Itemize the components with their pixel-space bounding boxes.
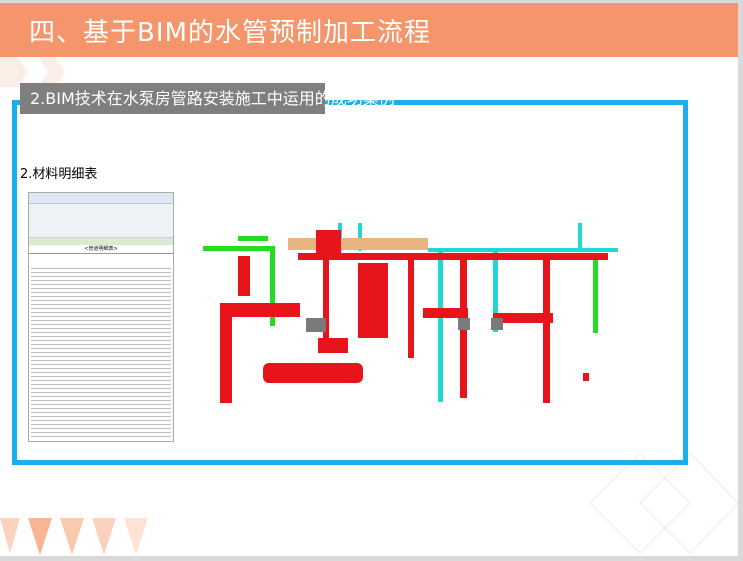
decorative-lines (589, 452, 738, 554)
schedule-rows (31, 265, 171, 439)
schedule-title: <管道明细表> (29, 245, 173, 254)
view-header (29, 238, 173, 245)
beam (288, 238, 428, 250)
decorative-chevrons (0, 57, 65, 87)
content-frame (12, 100, 688, 465)
ribbon (29, 204, 173, 238)
header-band: 四、基于BIM的水管预制加工流程 (0, 3, 738, 57)
subheading: 2.材料明细表 (20, 167, 98, 182)
quick-access-toolbar (29, 193, 173, 204)
slide: 四、基于BIM的水管预制加工流程 2.BIM技术在水泵房管路安装施工中运用的成功… (0, 3, 738, 556)
section-label: 2.BIM技术在水泵房管路安装施工中运用的成功案例 (20, 83, 395, 114)
material-schedule-screenshot: <管道明细表> (28, 192, 174, 442)
decorative-triangles (0, 518, 148, 555)
bim-pipe-model (203, 223, 618, 403)
slide-title: 四、基于BIM的水管预制加工流程 (29, 18, 431, 48)
